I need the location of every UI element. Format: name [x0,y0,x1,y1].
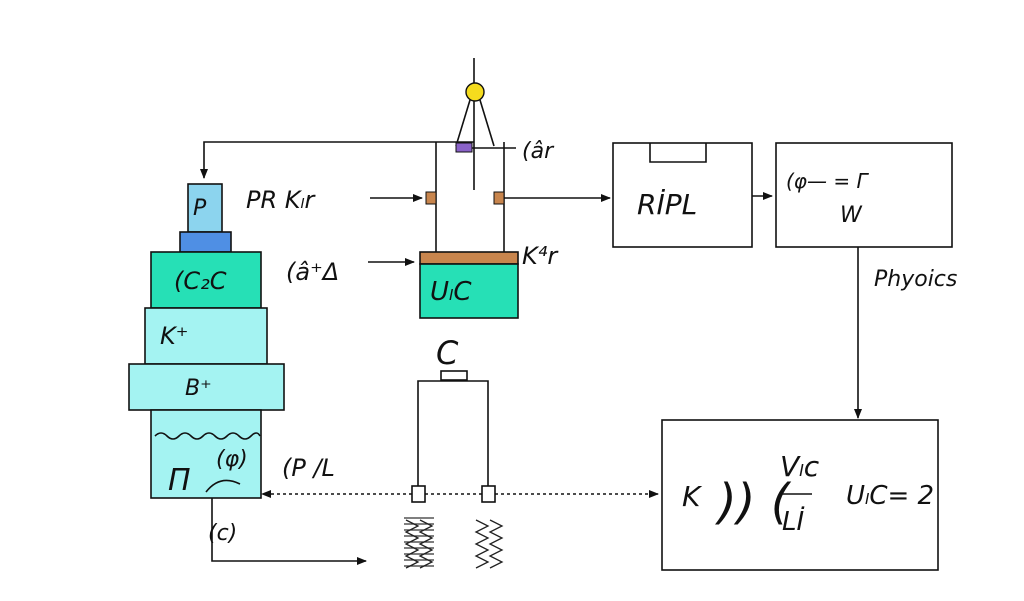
uc-box-cap [419,251,519,265]
stack-blue-block [179,231,232,253]
result-uc-eq: UₗC= 2 [846,481,934,511]
p-l-label: (P /L [282,454,335,482]
stack-tank [150,409,262,499]
left-spring-zigzag [404,519,434,569]
pr-kr-label: PR Kₗr [246,186,317,214]
stack-k-label: K⁺ [160,322,188,350]
feedback-line [200,141,474,179]
circuit-frame [417,380,489,486]
probe-purple-band [455,142,473,153]
stack-output-line [211,498,367,565]
equation-box [775,142,953,248]
right-spring-zigzag [474,519,504,569]
ar-label: (âr [522,139,555,164]
k4r-label: K⁴r [522,242,559,270]
stack-b-label: B⁺ [185,376,212,401]
result-vc: Vₗc [780,450,820,483]
tank-water-wave [154,432,261,440]
stack-cc-block [150,251,262,309]
stack-b-block [128,363,285,411]
left-spring-icon [404,517,434,567]
probe-ball-icon [465,82,485,102]
c-paren-label: (c) [208,521,237,546]
tank-right-label: (φ) [216,447,248,472]
result-k: K [682,480,703,513]
stack-k-block [144,307,268,365]
uc-box [419,263,519,319]
tank-squiggle [205,479,241,493]
rpl-label: RİPL [637,188,697,221]
probe-tripod-right [479,99,495,147]
left-terminal [411,485,426,503]
right-terminal [481,485,496,503]
uc-box-label: UₗC [430,277,472,307]
column-left-nub [425,191,437,205]
equation-bottom: W [840,203,863,228]
physics-label: Phyoics [874,267,957,292]
result-box [661,419,939,571]
rpl-notch [649,143,707,163]
circle-c-icon: C [436,334,459,372]
result-paren: )) ( [715,474,792,530]
tank-left-label: Π [168,463,191,498]
probe-tripod-left [455,99,471,147]
stack-top-label: P [193,196,207,221]
column-right-nub [493,191,505,205]
a-delta-label: (â⁺Δ [286,258,339,286]
stack-cc-label: (C₂C [174,267,227,295]
rpl-box [612,142,753,248]
circuit-cap [440,370,468,381]
equation-top: (φ— = Γ [786,169,869,193]
result-li: Lİ [782,505,804,537]
